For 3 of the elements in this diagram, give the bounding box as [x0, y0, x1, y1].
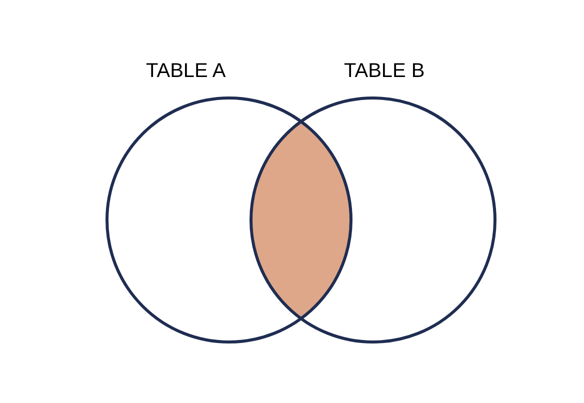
set-heading: TABLE B — [344, 60, 425, 83]
intersection-region — [251, 122, 351, 318]
set-heading: TABLE A — [146, 60, 226, 83]
